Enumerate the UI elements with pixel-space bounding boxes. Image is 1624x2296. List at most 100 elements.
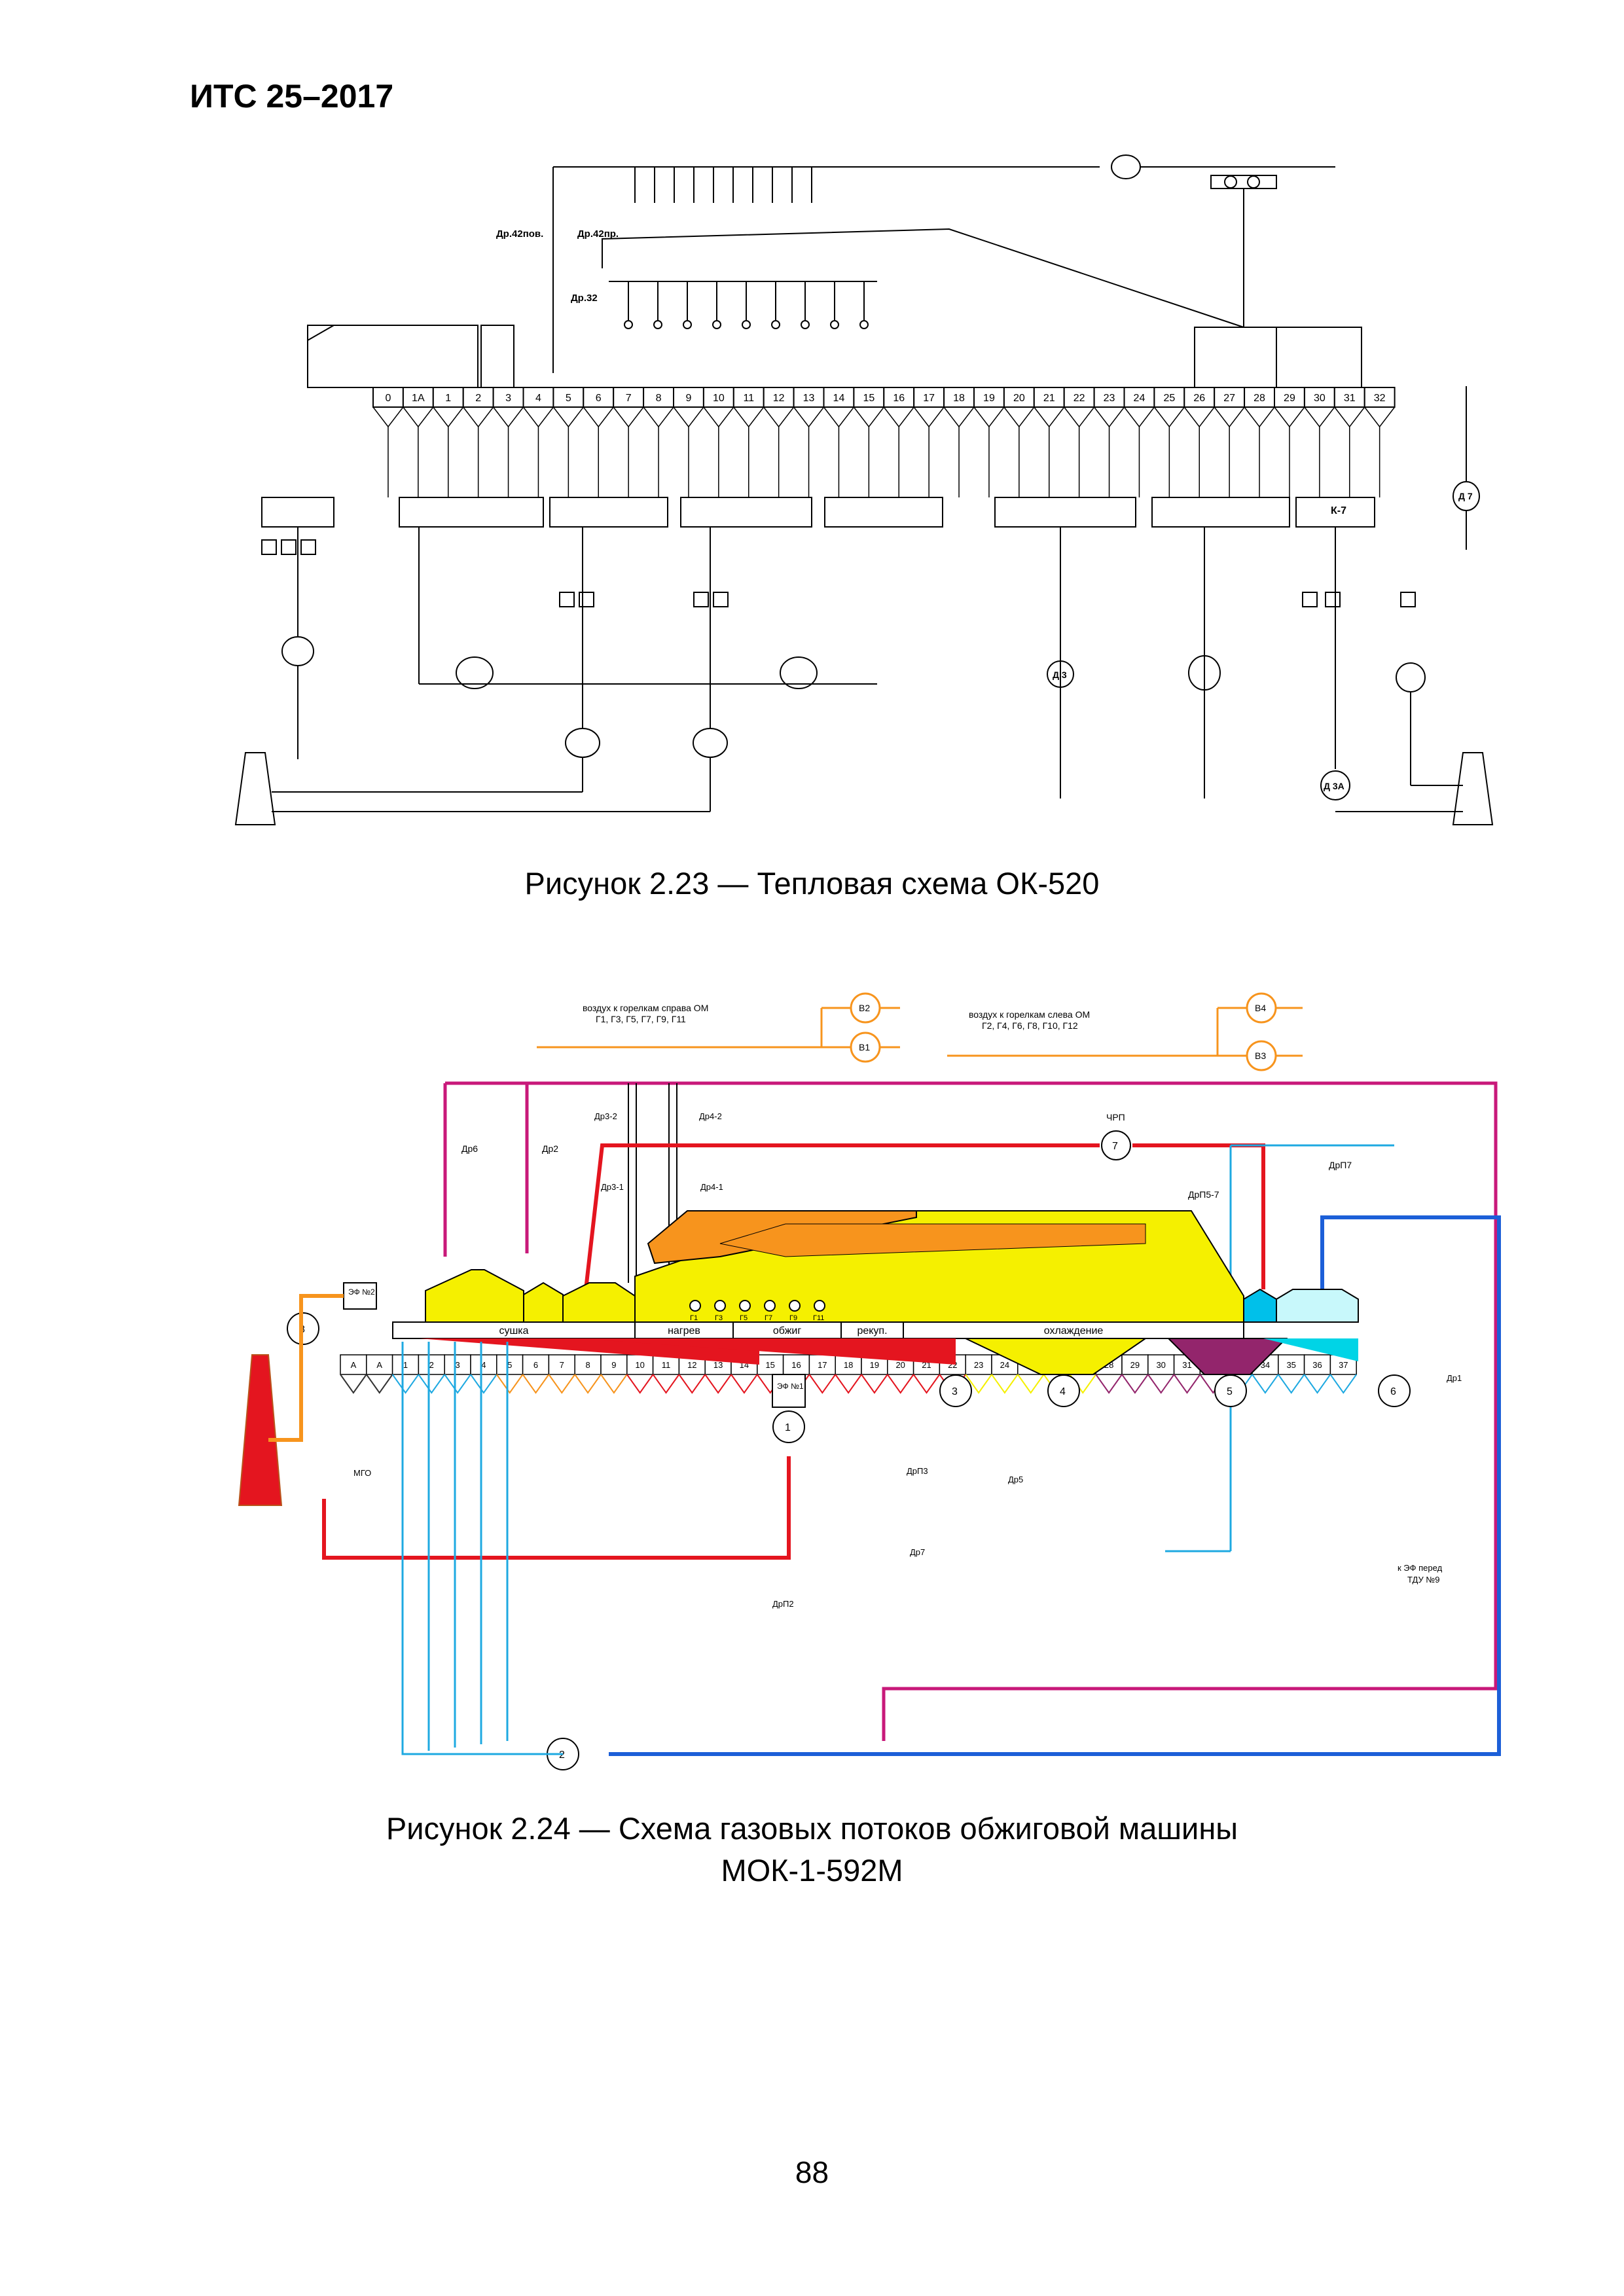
grate-cell-funnel	[678, 1374, 706, 1394]
wind-box-funnel	[1003, 406, 1035, 428]
valve-label-drp3: ДрП3	[907, 1466, 928, 1476]
valve-label-chrp: ЧРП	[1106, 1112, 1125, 1122]
wind-box-label: 18	[953, 393, 965, 404]
valve-label-dr3-2: Др3-2	[594, 1111, 617, 1121]
wind-box-cell	[702, 387, 734, 408]
wind-box-label: 4	[535, 393, 541, 404]
stack-right	[1452, 752, 1494, 825]
air-left-label: воздух к горелкам слева ОМ	[969, 1009, 1090, 1020]
grate-cell-label: 19	[870, 1360, 879, 1370]
wind-box-cell	[673, 387, 704, 408]
valve-label-drp7: ДрП7	[1329, 1160, 1352, 1170]
grate-cell-label: 29	[1130, 1360, 1140, 1370]
valve-label-dr4-2: Др4-2	[699, 1111, 722, 1121]
wind-box-label: 19	[983, 393, 995, 404]
to-ef-label-2: ТДУ №9	[1407, 1575, 1440, 1585]
burner-label-g1: Г1	[690, 1314, 698, 1322]
grate-cell	[808, 1354, 836, 1375]
orange-exhaust-line	[268, 1294, 344, 1442]
wind-box-label: 11	[743, 393, 754, 404]
grate-cell-funnel	[365, 1374, 393, 1394]
collector-0	[261, 497, 334, 528]
zone-label: сушка	[499, 1325, 528, 1336]
valve-label-dr4-1: Др4-1	[700, 1182, 723, 1192]
grate-cell-label: 11	[662, 1360, 671, 1370]
grate-cell	[782, 1354, 810, 1375]
burner-label-g5: Г5	[740, 1314, 748, 1322]
grate-cell-funnel	[1252, 1374, 1279, 1394]
fan-v3	[1246, 1040, 1277, 1071]
wind-box-funnel	[943, 406, 975, 428]
grate-cell-funnel	[965, 1374, 992, 1394]
valve-label-dr1: Др1	[1447, 1373, 1462, 1383]
grate-cell-label: 9	[611, 1360, 616, 1370]
grate-cell-label: 2	[429, 1360, 434, 1370]
hopper-cooling-1	[965, 1338, 1148, 1375]
fan-v1	[850, 1031, 881, 1063]
grate-cell-label: 35	[1286, 1360, 1295, 1370]
electrofilter-1	[772, 1374, 806, 1408]
wind-box-funnel	[372, 406, 404, 428]
fan-label-v4: В4	[1255, 1003, 1266, 1013]
grate-cell-funnel	[861, 1374, 888, 1394]
exhauster-7	[1101, 1130, 1131, 1160]
burner-label-g3: Г3	[715, 1314, 723, 1322]
hopper-cooling-3	[1263, 1338, 1358, 1361]
wind-box-label: 23	[1104, 393, 1115, 404]
wind-box-funnel	[703, 406, 734, 428]
grate-cell-label: 17	[818, 1360, 827, 1370]
wind-box-label: 31	[1344, 393, 1356, 404]
wind-box-label: 29	[1284, 393, 1295, 404]
zone-box	[840, 1321, 904, 1339]
zone-box	[634, 1321, 734, 1339]
wind-box-funnel	[1244, 406, 1275, 428]
document-code: ИТС 25–2017	[190, 78, 394, 115]
grate-cell-funnel	[522, 1374, 550, 1394]
wind-box-label: 1А	[412, 393, 425, 404]
grate-cell-funnel	[496, 1374, 524, 1394]
gas-flow-scheme-mok: воздух к горелкам справа ОМ Г1, Г3, Г5, …	[238, 992, 1501, 1770]
electrofilter-label-1: ЭФ №1	[777, 1382, 804, 1391]
grate-cell-label: 16	[791, 1360, 801, 1370]
grate-cell	[496, 1354, 524, 1375]
grate-cell-label: 18	[844, 1360, 853, 1370]
grate-cell	[1278, 1354, 1305, 1375]
wind-box-funnel	[883, 406, 914, 428]
grate-cell-funnel	[444, 1374, 471, 1394]
grate-cell	[418, 1354, 445, 1375]
grate-cell	[1121, 1354, 1149, 1375]
wind-box-cell	[1244, 387, 1275, 408]
fan-label-d3: Д 3	[1053, 670, 1067, 680]
zone-box	[392, 1321, 636, 1339]
magenta-recirculation-line	[443, 1081, 1498, 1741]
wind-box-label: 17	[923, 393, 935, 404]
blue-cold-gas-line	[609, 1215, 1501, 1756]
grate-cell-funnel	[1173, 1374, 1201, 1394]
grate-cell-funnel	[991, 1374, 1019, 1394]
fan-v4	[1246, 992, 1277, 1024]
exhauster-5	[1214, 1374, 1247, 1407]
grate-cell-funnel	[886, 1374, 914, 1394]
zone-box	[732, 1321, 842, 1339]
wind-box-label: 15	[863, 393, 875, 404]
grate-cell-funnel	[704, 1374, 732, 1394]
grate-cell-funnel	[340, 1374, 367, 1394]
grate-cell-label: 37	[1339, 1360, 1348, 1370]
grate-cell	[340, 1354, 367, 1375]
figure-2-24-caption-line2: МОК-1-592М	[721, 1853, 903, 1888]
zone-label: охлаждение	[1044, 1325, 1104, 1336]
grate-cell-label: 30	[1156, 1360, 1165, 1370]
page-number: 88	[795, 2155, 829, 2189]
wind-box-label: 12	[773, 393, 785, 404]
grate-cell-funnel	[1303, 1374, 1331, 1394]
grate-cell-label: 5	[507, 1360, 512, 1370]
grate-cell-label: А	[376, 1360, 382, 1370]
grate-cell	[470, 1354, 497, 1375]
grate-cell-label: 8	[585, 1360, 590, 1370]
fan-v2	[850, 992, 881, 1024]
wind-box-funnel	[913, 406, 945, 428]
grate-cell	[366, 1354, 393, 1375]
wind-box-funnel	[613, 406, 644, 428]
wind-box-label: 26	[1193, 393, 1205, 404]
